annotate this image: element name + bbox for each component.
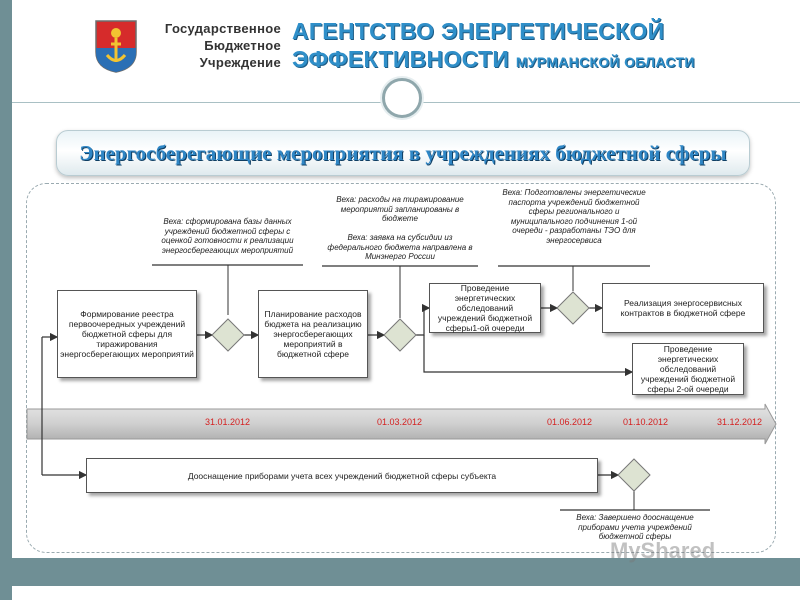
divider-circle-ornament bbox=[382, 78, 422, 118]
milestone-diamond-2 bbox=[383, 318, 417, 352]
milestone-diamond-3 bbox=[556, 291, 590, 325]
footer-bar bbox=[12, 558, 800, 586]
timeline-date-3: 01.06.2012 bbox=[547, 417, 593, 427]
watermark-text: MyShared bbox=[610, 538, 716, 563]
milestone-4-text: Веха: Завершено дооснащение приборами уч… bbox=[576, 513, 694, 541]
process-box-audit-stage-2: Проведение энергетических обследований у… bbox=[632, 343, 744, 395]
left-sidebar-stripe bbox=[0, 0, 12, 600]
process-box-registry: Формирование реестра первоочередных учре… bbox=[57, 290, 197, 378]
process-box-budget-planning: Планирование расходов бюджета на реализа… bbox=[258, 290, 368, 378]
process-box-audit-stage-1: Проведение энергетических обследований у… bbox=[429, 283, 541, 333]
agency-name-line-2-main: ЭФФЕКТИВНОСТИ bbox=[292, 46, 510, 72]
milestone-diamond-4 bbox=[617, 458, 651, 492]
org-line-1: Государственное bbox=[164, 21, 281, 36]
organization-type: Государственное Бюджетное Учреждение bbox=[145, 20, 281, 71]
timeline-date-2: 01.03.2012 bbox=[377, 417, 423, 427]
milestone-1-text: Веха: сформирована базы данных учреждени… bbox=[161, 217, 294, 255]
agency-name-line-1: АГЕНТСТВО ЭНЕРГЕТИЧЕСКОЙ bbox=[292, 18, 665, 44]
milestone-2-text-a: Веха: расходы на тиражирование мероприят… bbox=[336, 195, 464, 223]
timeline-date-5: 31.12.2012 bbox=[717, 417, 763, 427]
timeline-date-1: 31.01.2012 bbox=[205, 417, 251, 427]
milestone-2-text-b: Веха: заявка на субсидии из федерального… bbox=[327, 233, 473, 261]
timeline-arrow bbox=[26, 403, 777, 445]
process-box-metering-equipment: Дооснащение приборами учета всех учрежде… bbox=[86, 458, 598, 493]
coat-of-arms-logo bbox=[95, 20, 137, 73]
process-box-energy-service-contracts: Реализация энергосервисных контрактов в … bbox=[602, 283, 764, 333]
flow-diamond2-box5 bbox=[423, 335, 634, 377]
agency-region: МУРМАНСКОЙ ОБЛАСТИ bbox=[515, 54, 695, 70]
slide-title-banner: Энергосберегающие мероприятия в учрежден… bbox=[56, 130, 750, 176]
milestone-diamond-1 bbox=[211, 318, 245, 352]
org-line-3: Учреждение bbox=[199, 55, 281, 70]
agency-name-line-2: ЭФФЕКТИВНОСТИ МУРМАНСКОЙ ОБЛАСТИ bbox=[292, 46, 695, 73]
diagram-frame bbox=[26, 183, 776, 553]
flow-diamond2-box3 bbox=[416, 303, 431, 336]
org-line-2: Бюджетное bbox=[204, 38, 281, 53]
slide-title: Энергосберегающие мероприятия в учрежден… bbox=[79, 140, 727, 165]
timeline-date-4: 01.10.2012 bbox=[623, 417, 669, 427]
milestone-3-text: Веха: Подготовлены энергетические паспор… bbox=[502, 188, 646, 245]
watermark-logo: MyShared bbox=[610, 538, 715, 564]
